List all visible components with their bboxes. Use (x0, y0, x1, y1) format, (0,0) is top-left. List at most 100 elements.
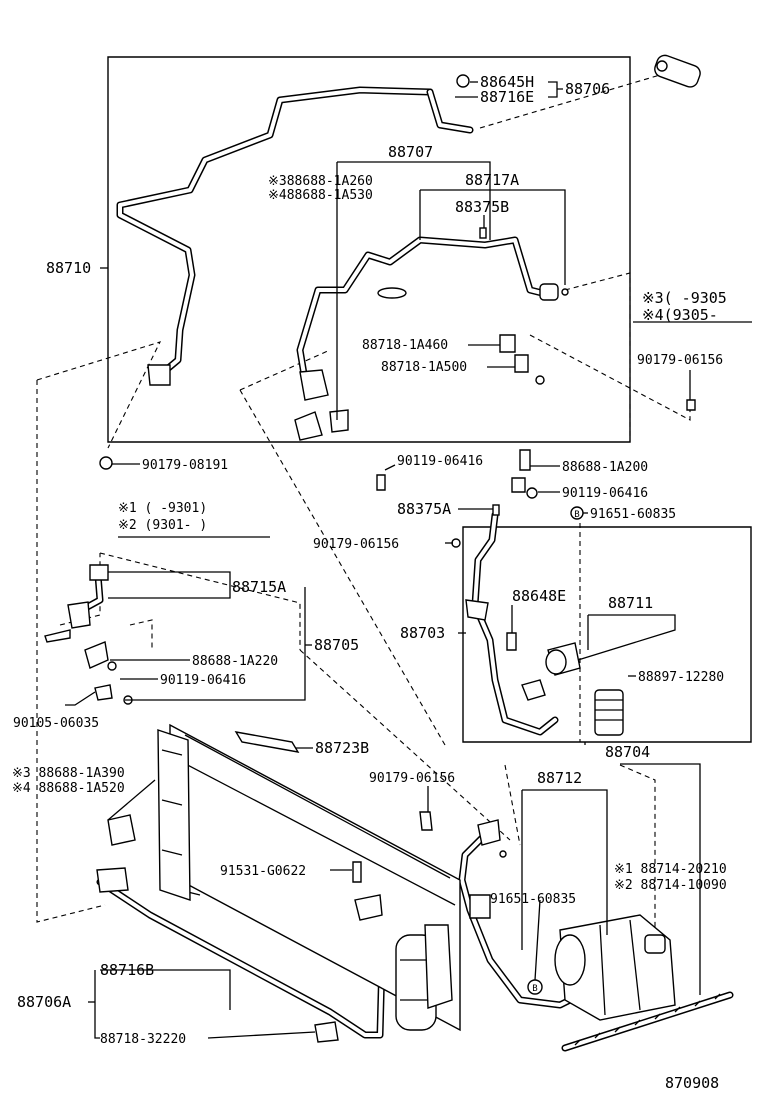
marker-b-lower: B (527, 979, 543, 995)
dash-center-long (299, 649, 511, 841)
oring-88717A (561, 288, 569, 296)
condenser-assembly (157, 723, 461, 1032)
valve-88375A (492, 504, 500, 516)
label-n2-88714-10090: ※2 88714-10090 (614, 878, 727, 893)
label-88715A: 88715A (232, 578, 286, 596)
dash-88715A-box (99, 552, 301, 650)
label-88706: 88706 (565, 80, 610, 98)
dash-center-diag2 (239, 349, 331, 391)
label-88716B: 88716B (100, 961, 154, 979)
label-88648E: 88648E (512, 587, 566, 605)
fitting-88712-upper (477, 819, 501, 846)
valve-88375B (479, 227, 487, 239)
bracket-88716B-upper (354, 894, 383, 921)
dash-right-upper (504, 764, 521, 846)
label-88688-1A200: 88688-1A200 (562, 460, 648, 475)
label-90179-06156-c: 90179-06156 (369, 771, 455, 786)
clamp-88688-1A260 (377, 287, 407, 299)
label-88718-1A460: 88718-1A460 (362, 338, 448, 353)
label-88723B: 88723B (315, 739, 369, 757)
clips-88707-lower-2 (329, 409, 349, 433)
label-n4-range: ※4(9305- (642, 306, 718, 324)
dash-88715A-lower (129, 619, 153, 650)
label-88712: 88712 (537, 769, 582, 787)
fitting-88704-lower (469, 894, 491, 919)
pipe-88716E (426, 88, 474, 134)
oring-88645H (456, 74, 470, 88)
dash-left-vertical (36, 380, 106, 923)
label-88707: 88707 (388, 143, 433, 161)
label-90179-06156-b: 90179-06156 (313, 537, 399, 552)
label-88897-12280: 88897-12280 (638, 670, 724, 685)
receiver-dryer (395, 924, 453, 1031)
label-88718-1A500: 88718-1A500 (381, 360, 467, 375)
label-91651-60835-b: 91651-60835 (490, 892, 576, 907)
sensor-88648E (506, 632, 517, 651)
label-91651-60835-a: 91651-60835 (590, 507, 676, 522)
label-90119-06416-c: 90119-06416 (160, 673, 246, 688)
bracket-88718-1A460 (499, 334, 516, 353)
bolt-91531-G0622 (352, 861, 362, 883)
label-n2-range: ※2 (9301- ) (118, 518, 207, 533)
dash-right-clips (529, 334, 691, 421)
bracket-88718-32220 (314, 1021, 339, 1043)
compressor-sub-frame (462, 526, 752, 743)
label-88718-32220: 88718-32220 (100, 1032, 186, 1047)
dash-upper-right (479, 74, 661, 129)
bracket-88688-1A200-lower (511, 477, 526, 493)
label-n4-88688-1A530: ※488688-1A530 (268, 188, 373, 203)
clamp-88688-1A200 (519, 449, 531, 471)
dash-center-diag (239, 389, 446, 746)
clamp-88703-lower (521, 679, 546, 701)
dash-88717A-right (564, 272, 631, 442)
clip-88715A-bottom (94, 684, 113, 701)
bracket-88715A (89, 564, 109, 581)
nut-90179-08191 (99, 456, 113, 470)
marker-b-upper-text: B (574, 510, 579, 520)
bolt-90179-06156-c (419, 811, 433, 831)
pipe-88707 (296, 236, 554, 384)
fitting-88707-end (539, 283, 559, 301)
label-n3-range: ※3( -9305 (642, 289, 727, 307)
nut-90179-06156-b (451, 538, 461, 548)
label-88688-1A220: 88688-1A220 (192, 654, 278, 669)
label-88704: 88704 (605, 743, 650, 761)
bolt-90179-06156-a (535, 375, 545, 385)
label-90179-06156-a: 90179-06156 (637, 353, 723, 368)
pipe-88704 (458, 826, 604, 1009)
clamp-88688-1A390 (107, 814, 136, 846)
bolt-90105-06035 (44, 629, 71, 643)
bolt-90119-06416-a (376, 474, 386, 491)
label-88375A: 88375A (397, 500, 451, 518)
label-88645H: 88645H (480, 73, 534, 91)
label-n3-88688-1A260: ※388688-1A260 (268, 174, 373, 189)
marker-b-lower-text: B (532, 984, 537, 994)
clips-88707-lower (294, 411, 323, 441)
bolt-90119-06416-b (526, 487, 538, 499)
label-88711: 88711 (608, 594, 653, 612)
label-n4-88688-1A520: ※4 88688-1A520 (12, 781, 125, 796)
bracket-88718-1A500 (514, 354, 529, 373)
dash-left-88710 (36, 341, 162, 449)
seal-88723B (234, 731, 300, 753)
oring-88712 (499, 850, 507, 858)
label-n1-range: ※1 ( -9301) (118, 501, 207, 516)
diagram-id: 870908 (665, 1074, 719, 1092)
pipe-88703 (471, 511, 559, 736)
belt-compressor (561, 991, 734, 1052)
label-88717A: 88717A (465, 171, 519, 189)
label-91531-G0622: 91531-G0622 (220, 864, 306, 879)
label-90119-06416-b: 90119-06416 (562, 486, 648, 501)
connector-88706 (654, 54, 701, 88)
fitting-88703-upper (465, 599, 489, 621)
leader-lines (65, 81, 752, 1039)
clamp-88710-lower (147, 364, 171, 386)
nut-90179-06156-right (686, 399, 696, 411)
label-88703: 88703 (400, 624, 445, 642)
bolt-90119-06416-c (107, 661, 117, 671)
compressor-88712 (554, 914, 676, 1021)
fitting-88715A-lower (67, 601, 91, 629)
label-90119-06416-a: 90119-06416 (397, 454, 483, 469)
label-88705: 88705 (314, 636, 359, 654)
